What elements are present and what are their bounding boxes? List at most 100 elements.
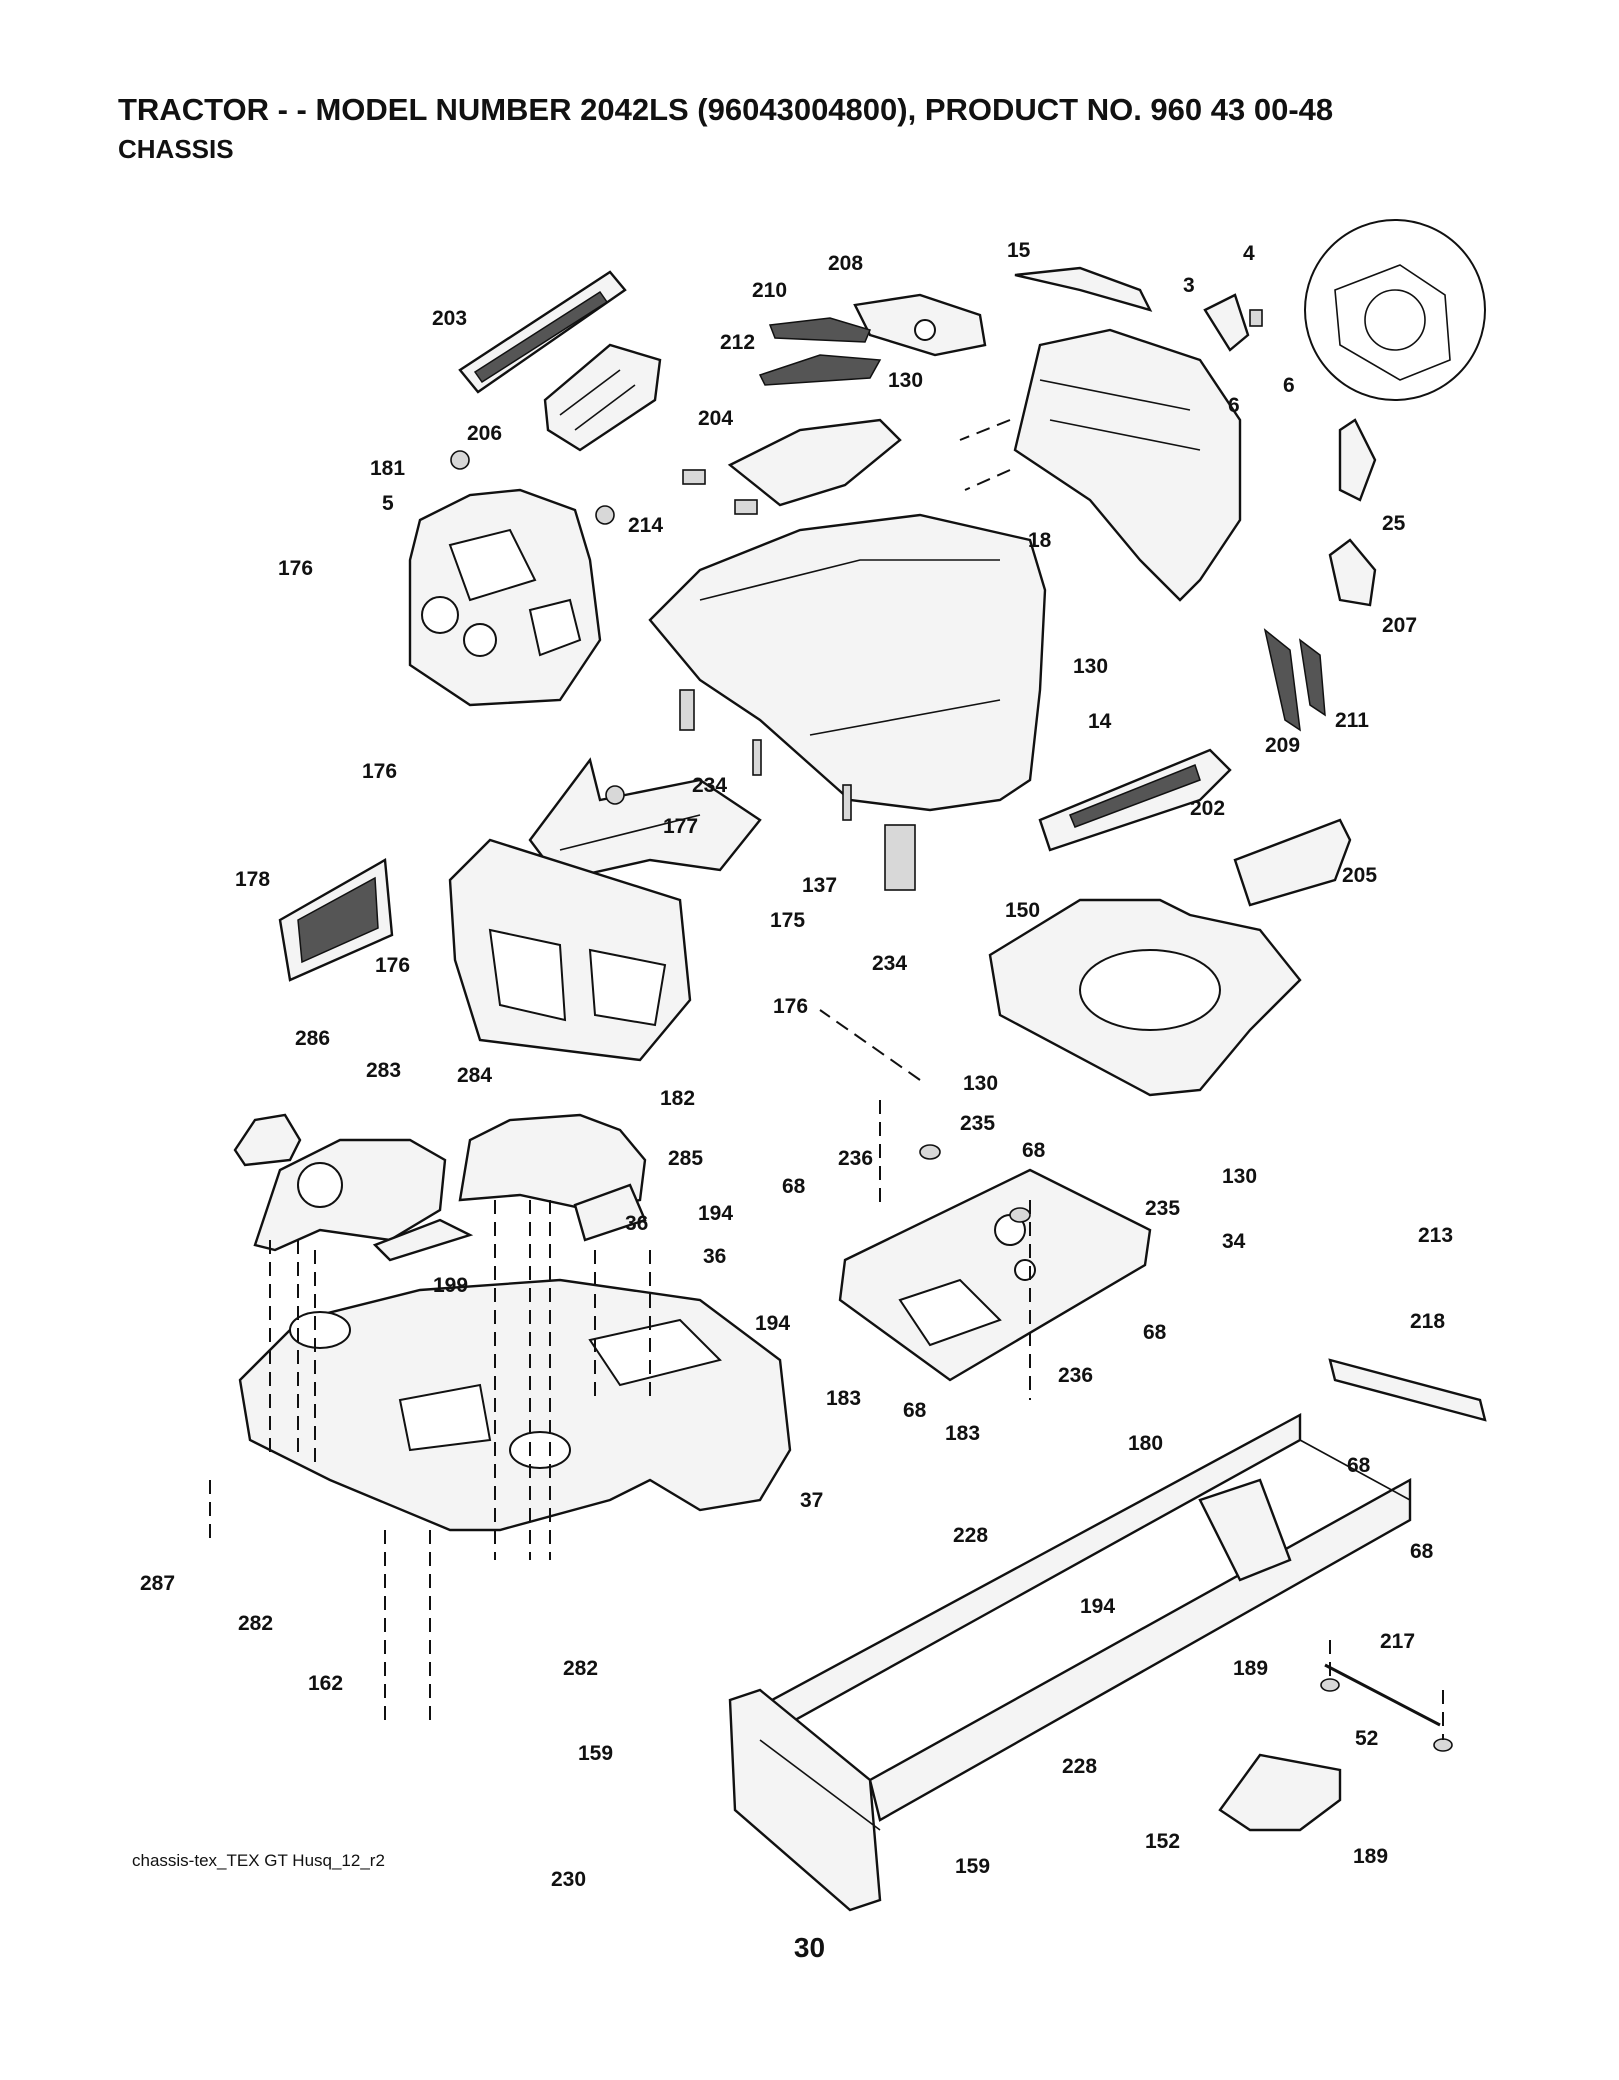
part-5-dash-console — [408, 488, 602, 707]
callout-282: 282 — [238, 1612, 273, 1635]
part-180-main-frame — [728, 1412, 1412, 1912]
part-25-cover — [1338, 418, 1377, 502]
callout-162: 162 — [308, 1672, 343, 1695]
part-212-grille — [758, 354, 882, 386]
callout-236: 236 — [1058, 1364, 1093, 1387]
part-4-bulb-clip — [1249, 309, 1263, 327]
callout-287: 287 — [140, 1572, 175, 1595]
callout-210: 210 — [752, 279, 787, 302]
callout-180: 180 — [1128, 1432, 1163, 1455]
callout-178: 178 — [235, 868, 270, 891]
callout-130: 130 — [1222, 1165, 1257, 1188]
part-285-pocket — [573, 1183, 647, 1242]
callout-183: 183 — [945, 1422, 980, 1445]
part-150-deflector-pan — [988, 898, 1302, 1097]
part-284-fender-center — [458, 1113, 647, 1212]
callout-211: 211 — [1335, 709, 1369, 732]
callout-130: 130 — [1073, 655, 1108, 678]
callout-68: 68 — [1143, 1321, 1167, 1344]
callout-18: 18 — [1028, 529, 1052, 552]
part-218-bracket — [1328, 1358, 1487, 1422]
drawing-file-label: chassis-tex_TEX GT Husq_12_r2 — [132, 1851, 385, 1870]
part-14-hood — [648, 513, 1047, 812]
callout-230: 230 — [551, 1868, 586, 1891]
callout-159: 159 — [955, 1855, 990, 1878]
callout-176: 176 — [362, 760, 397, 783]
callout-286: 286 — [295, 1027, 330, 1050]
callout-199: 199 — [433, 1274, 468, 1297]
callout-37: 37 — [800, 1489, 823, 1512]
callout-218: 218 — [1410, 1310, 1445, 1333]
callout-207: 207 — [1382, 614, 1417, 637]
callout-36: 36 — [625, 1212, 648, 1235]
callout-159: 159 — [578, 1742, 613, 1765]
part-202-front-bumper — [1038, 748, 1232, 852]
part-15-trim-strip — [1014, 266, 1153, 312]
callout-234: 234 — [692, 774, 727, 797]
assembly-lines — [209, 419, 1444, 1740]
part-137-pins — [752, 739, 852, 821]
callout-212: 212 — [720, 331, 755, 354]
callout-194: 194 — [755, 1312, 790, 1335]
part-209-211-grille-inserts — [1263, 628, 1326, 732]
callout-4: 4 — [1243, 242, 1255, 265]
part-235-spacers — [919, 1144, 1031, 1223]
callout-209: 209 — [1265, 734, 1300, 757]
callout-181: 181 — [370, 457, 405, 480]
part-286-fender-piece — [233, 1113, 302, 1167]
part-181-clips — [450, 450, 615, 525]
section-title: CHASSIS — [118, 134, 234, 164]
part-37-fender-deck — [238, 1278, 792, 1532]
callout-150: 150 — [1005, 899, 1040, 922]
part-152-bracket — [1218, 1753, 1342, 1832]
callout-152: 152 — [1145, 1830, 1180, 1853]
callout-235: 235 — [960, 1112, 995, 1135]
part-205-panel — [1233, 818, 1352, 907]
callout-228: 228 — [1062, 1755, 1097, 1778]
callout-15: 15 — [1007, 239, 1031, 262]
callout-68: 68 — [903, 1399, 927, 1422]
part-206-dash-bracket — [543, 343, 662, 452]
callout-130: 130 — [888, 369, 923, 392]
callout-68: 68 — [1410, 1540, 1434, 1563]
callout-3: 3 — [1183, 274, 1195, 297]
callout-282: 282 — [563, 1657, 598, 1680]
part-199-bracket — [372, 1218, 474, 1262]
callout-36: 36 — [703, 1245, 726, 1268]
callout-285: 285 — [668, 1147, 703, 1170]
callout-189: 189 — [1353, 1845, 1388, 1868]
part-210-grille — [768, 317, 872, 343]
callout-68: 68 — [782, 1175, 806, 1198]
callout-137: 137 — [802, 874, 837, 897]
callout-176: 176 — [278, 557, 313, 580]
part-283-fender-left — [253, 1138, 447, 1252]
callout-68: 68 — [1347, 1454, 1371, 1477]
callout-34: 34 — [1222, 1230, 1246, 1253]
callout-6: 6 — [1228, 394, 1240, 417]
callout-194: 194 — [1080, 1595, 1115, 1618]
part-234-trim-strips — [679, 689, 916, 891]
callout-283: 283 — [366, 1059, 401, 1082]
page-number: 30 — [793, 1932, 826, 1963]
callout-176: 176 — [375, 954, 410, 977]
callout-labels: 2032061815176176176176178177175182208210… — [140, 239, 1453, 1891]
callout-214: 214 — [628, 514, 663, 537]
callout-228: 228 — [953, 1524, 988, 1547]
callout-175: 175 — [770, 909, 805, 932]
callout-236: 236 — [838, 1147, 873, 1170]
part-178-grille-plate — [278, 858, 394, 982]
callout-130: 130 — [963, 1072, 998, 1095]
callout-182: 182 — [660, 1087, 695, 1110]
part-52-washers — [1320, 1678, 1453, 1752]
callout-14: 14 — [1088, 710, 1112, 733]
callout-203: 203 — [432, 307, 467, 330]
callout-217: 217 — [1380, 1630, 1415, 1653]
part-headlight-detail-inset — [1304, 219, 1486, 401]
callout-25: 25 — [1382, 512, 1406, 535]
part-217-rod — [1324, 1663, 1441, 1727]
part-175-bracket — [528, 757, 762, 882]
callout-68: 68 — [1022, 1139, 1046, 1162]
callout-194: 194 — [698, 1202, 733, 1225]
callout-52: 52 — [1355, 1727, 1378, 1750]
